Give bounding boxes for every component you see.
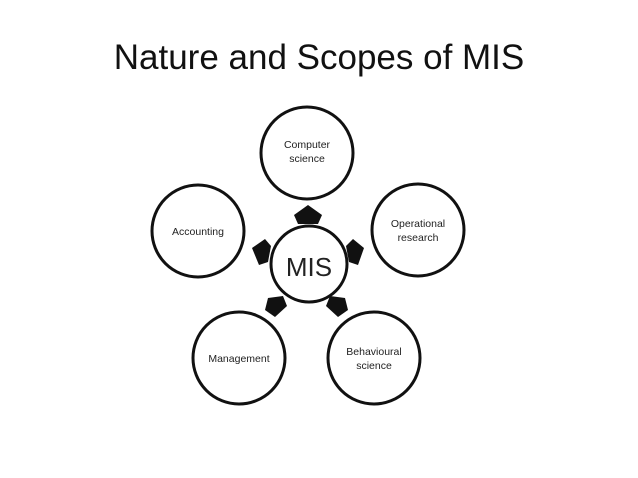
arrow-up-icon: [294, 205, 322, 224]
arrow-upper-right-icon: [346, 239, 364, 265]
accounting-circle: [150, 183, 246, 279]
operational-research-label-line2: research: [398, 232, 439, 244]
operational-research-label-line1: Operational: [391, 218, 445, 230]
mis-center-label: MIS: [286, 252, 332, 282]
behavioural-science-label-line1: Behavioural: [346, 346, 401, 358]
arrow-lower-right-icon: [326, 296, 348, 317]
management-label: Management: [208, 353, 269, 365]
behavioural-science-circle: [326, 310, 422, 406]
page-title: Nature and Scopes of MIS: [113, 38, 525, 77]
operational-research-circle: [370, 182, 466, 278]
behavioural-science-label-line2: science: [356, 360, 392, 372]
computer-science-label-line1: Computer: [284, 139, 331, 151]
arrow-lower-left-icon: [265, 296, 287, 317]
accounting-label: Accounting: [172, 226, 224, 238]
computer-science-circle: [259, 105, 355, 201]
arrow-upper-left-icon: [252, 239, 271, 265]
mis-center-circle: [269, 224, 349, 304]
computer-science-label-line2: science: [289, 153, 325, 165]
management-circle: [191, 310, 287, 406]
